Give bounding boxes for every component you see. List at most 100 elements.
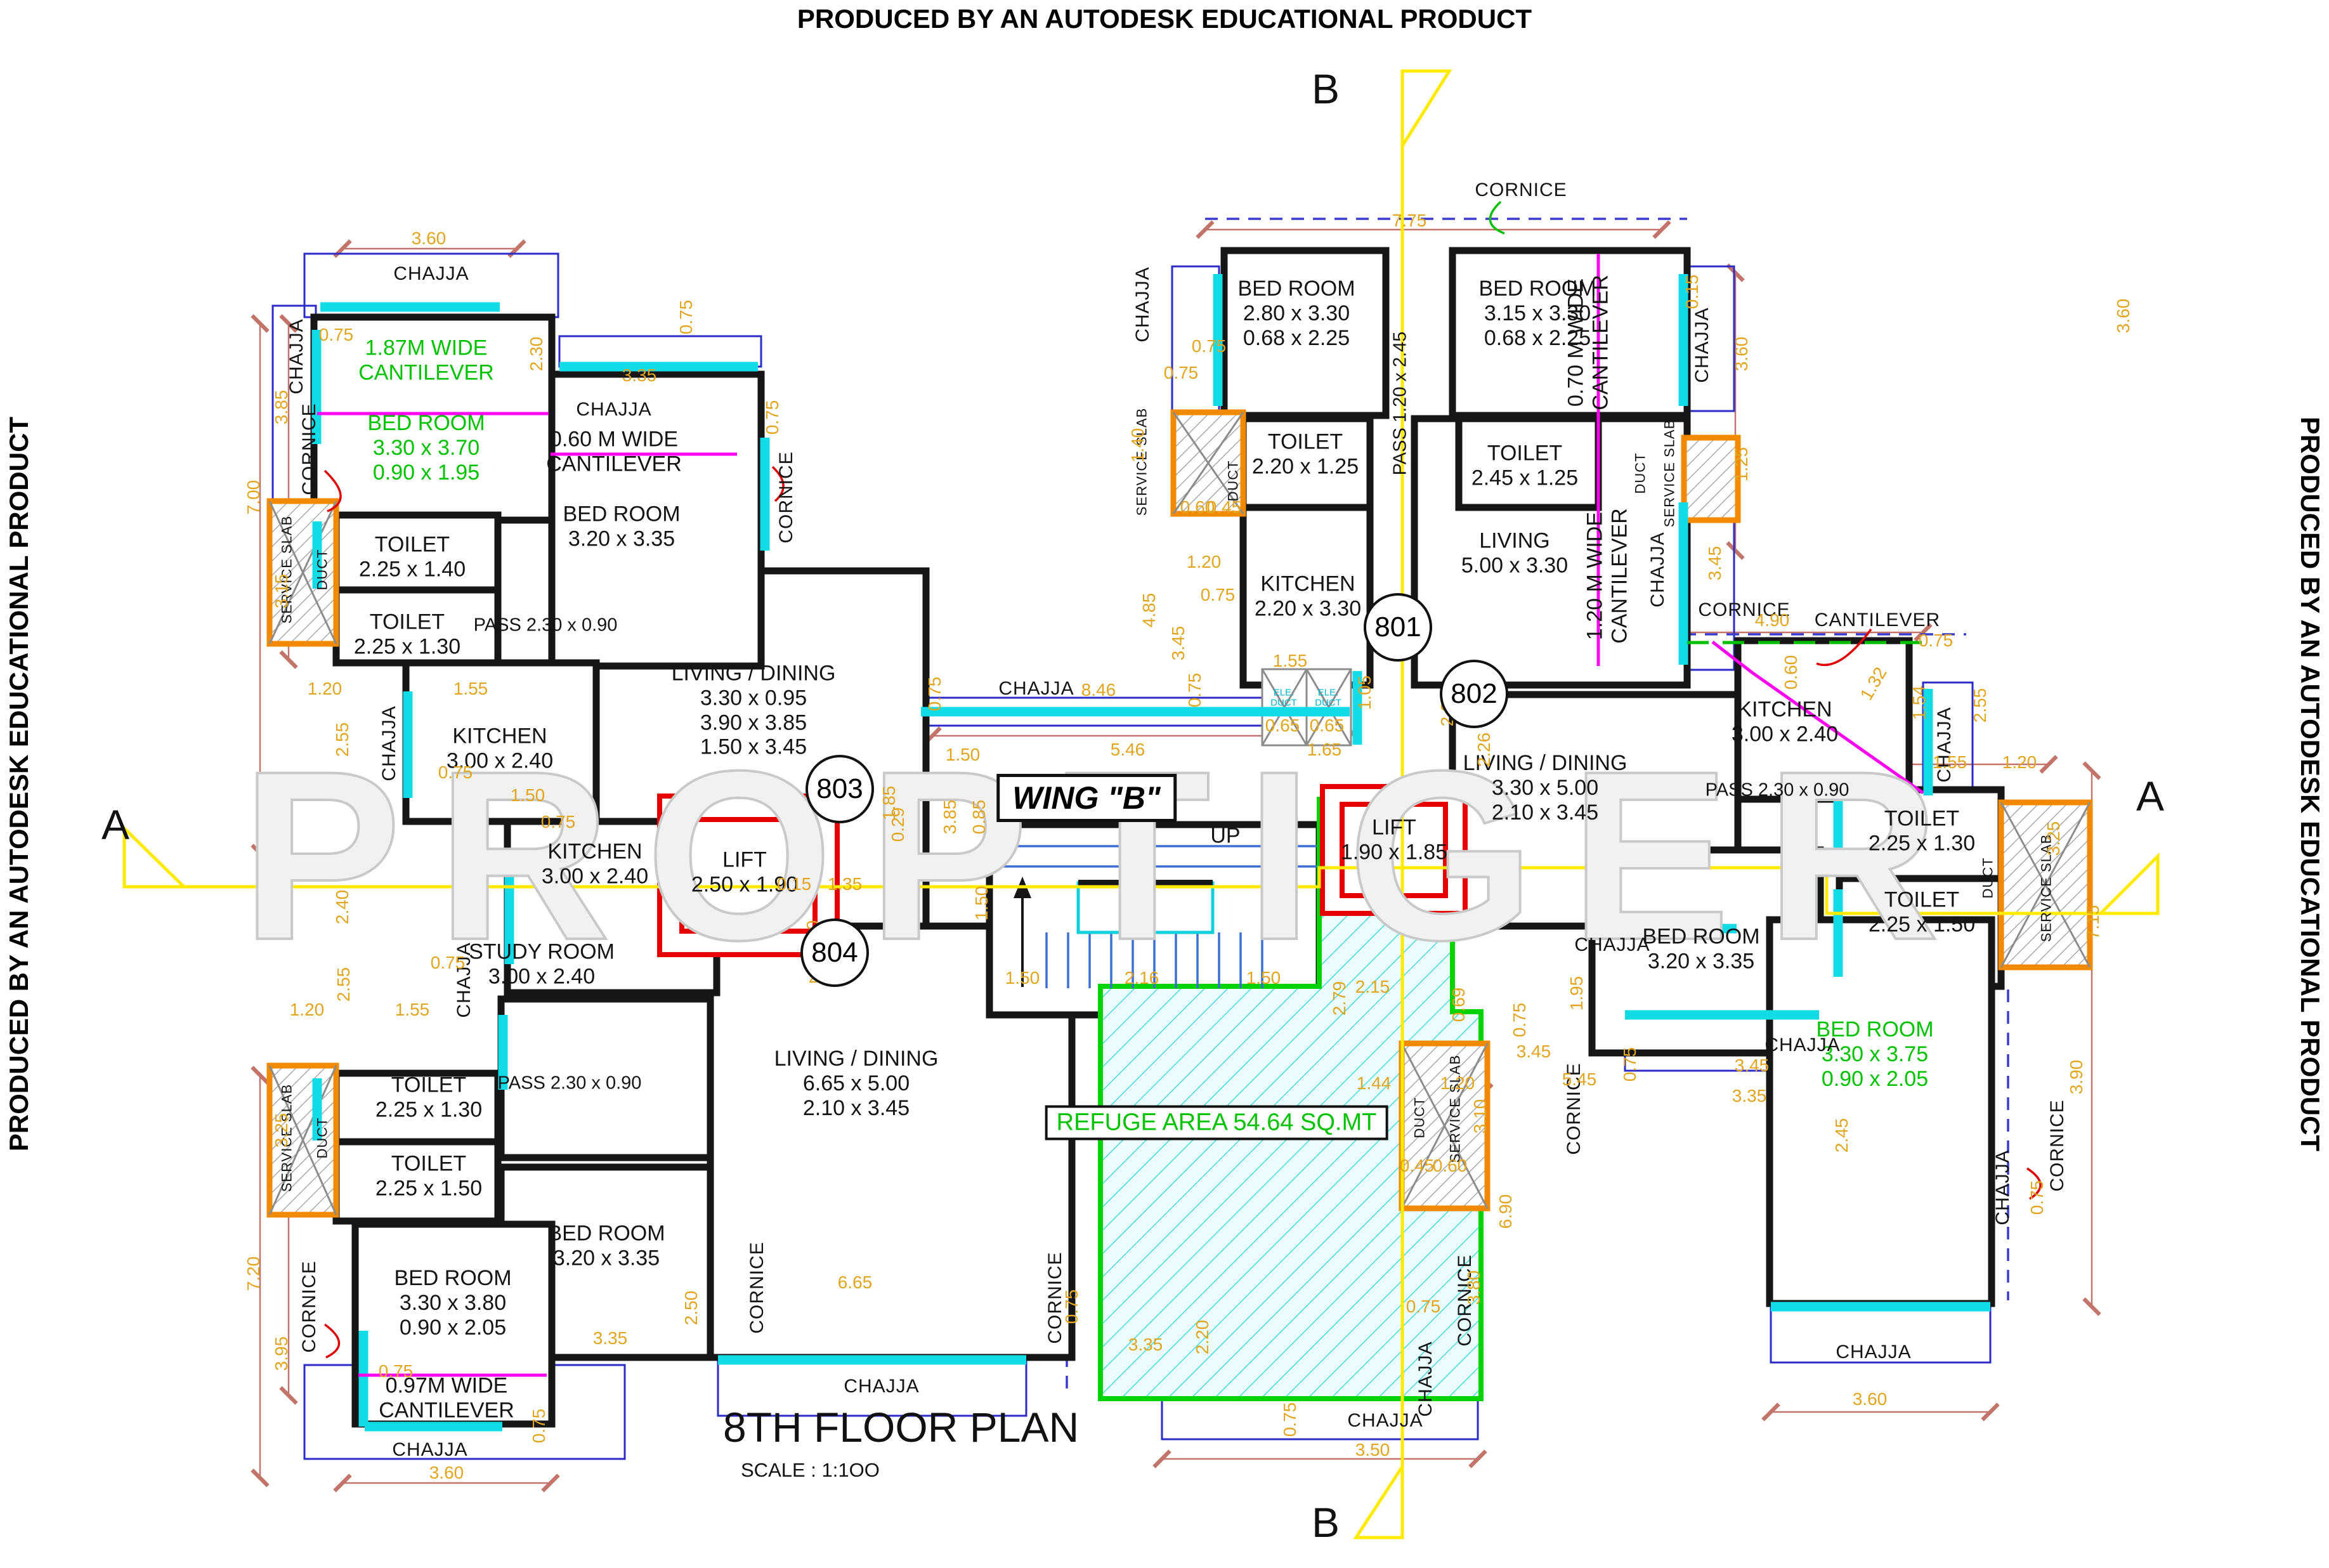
annotation-label: CHAJJA bbox=[1836, 1341, 1912, 1362]
dimension-label: 3.85 bbox=[940, 799, 960, 835]
dimension-label: 1.20 bbox=[1440, 1073, 1475, 1094]
dimension-label: 1.50 bbox=[972, 885, 992, 921]
room-label: PASS 2.30 x 0.90 bbox=[497, 1073, 642, 1094]
dimension-label: 1.05 bbox=[1355, 675, 1375, 710]
dimension-label: 0.45 bbox=[1206, 497, 1242, 518]
dimension-label: 2.50 bbox=[681, 1290, 701, 1326]
dimension-label: 2.79 bbox=[1329, 981, 1350, 1016]
dimension-label: 3.60 bbox=[411, 228, 447, 249]
dimension-label: 2.20 bbox=[1192, 1319, 1213, 1355]
dimension-label: 2.30 bbox=[526, 336, 547, 372]
refuge-area-label: REFUGE AREA 54.64 SQ.MT bbox=[1045, 1105, 1388, 1140]
unit-number: 801 bbox=[1364, 593, 1432, 662]
dimension-label: 8.46 bbox=[1081, 680, 1116, 700]
annotation-label: CHAJJA bbox=[285, 318, 307, 395]
drawing-scale: SCALE : 1:1OO bbox=[741, 1459, 880, 1481]
dimension-label: 1.40 bbox=[1128, 428, 1148, 463]
room-label: BED ROOM 3.20 x 3.35 bbox=[563, 502, 681, 551]
dimension-label: 3.90 bbox=[2066, 1059, 2087, 1095]
room-label: BED ROOM 3.30 x 3.80 0.90 x 2.05 bbox=[394, 1265, 512, 1340]
room-label: 1.20 M WIDE CANTILEVER bbox=[1582, 508, 1631, 644]
dimension-label: 2.40 bbox=[332, 889, 353, 925]
dimension-label: 2.55 bbox=[1970, 688, 1990, 723]
room-label: KITCHEN 2.20 x 3.30 bbox=[1254, 572, 1362, 620]
annotation-label: CHAJJA bbox=[1647, 532, 1668, 608]
room-label: 1.87M WIDE CANTILEVER bbox=[358, 336, 494, 384]
dimension-label: 0.75 bbox=[378, 1361, 414, 1382]
annotation-label: CHAJJA bbox=[576, 398, 652, 420]
annotation-label: CHAJJA bbox=[998, 677, 1074, 699]
dimension-label: 3.60 bbox=[2113, 298, 2134, 334]
room-label: BED ROOM 3.30 x 3.70 0.90 x 1.95 bbox=[367, 410, 485, 485]
dimension-label: 0.85 bbox=[969, 799, 989, 835]
room-label: TOILET 2.20 x 1.25 bbox=[1251, 429, 1359, 478]
annotation-label: CHAJJA bbox=[1347, 1409, 1423, 1431]
dimension-label: 1.50 bbox=[510, 785, 545, 806]
dimension-label: 2.45 bbox=[1832, 1118, 1852, 1153]
room-label: 0.70 M WIDE CANTILEVER bbox=[1563, 275, 1612, 410]
dimension-label: 0.75 bbox=[1620, 1047, 1640, 1082]
dimension-label: 5.46 bbox=[1110, 740, 1145, 760]
annotation-label: CHAJJA bbox=[1691, 307, 1712, 383]
dimension-label: 6.65 bbox=[837, 1272, 873, 1293]
dimension-label: 0.75 bbox=[1510, 1002, 1530, 1038]
annotation-label: CHAJJA bbox=[1992, 1149, 2013, 1225]
dimension-label: 0.75 bbox=[1163, 363, 1199, 383]
refuge-area bbox=[1098, 797, 1484, 1401]
annotation-label: CHAJJA bbox=[1414, 1341, 1436, 1417]
dimension-label: 0.75 bbox=[1280, 1402, 1300, 1437]
room-label: TOILET 2.45 x 1.25 bbox=[1471, 441, 1579, 490]
dimension-label: 1.50 bbox=[1246, 968, 1281, 988]
dimension-label: 0.29 bbox=[888, 807, 908, 842]
annotation-label: CORNICE bbox=[746, 1241, 767, 1334]
section-lines bbox=[122, 69, 2160, 1539]
duct-cross-lines bbox=[268, 412, 2091, 1215]
dimension-label: 0.75 bbox=[529, 1408, 549, 1444]
annotation-label: CHAJJA bbox=[393, 263, 469, 284]
dimension-label: 1.44 bbox=[1356, 1073, 1392, 1094]
dimension-label: 1.20 bbox=[1186, 552, 1222, 572]
dimension-label: 4.85 bbox=[1139, 592, 1159, 628]
dimension-label: 1.35 bbox=[827, 874, 863, 894]
room-label: BED ROOM 3.20 x 3.35 bbox=[547, 1221, 665, 1270]
dimension-label: 0.60 bbox=[1432, 1156, 1468, 1176]
dimension-label: 7.20 bbox=[244, 1256, 264, 1291]
annotation-label: CORNICE bbox=[2046, 1099, 2068, 1192]
dimension-label: 7.00 bbox=[244, 480, 264, 515]
room-label: LIVING / DINING 3.30 x 0.95 3.90 x 3.85 … bbox=[671, 661, 836, 759]
dimension-label: 2.26 bbox=[1474, 732, 1494, 768]
cornice-leader-green bbox=[1489, 200, 1505, 235]
dimension-label: 1.20 bbox=[307, 679, 342, 699]
unit-number: 803 bbox=[806, 755, 874, 823]
dimension-label: 0.75 bbox=[430, 953, 466, 973]
annotation-label: CHAJJA bbox=[1132, 266, 1153, 343]
dimension-label: 2.55 bbox=[334, 967, 354, 1002]
dimension-label: 1.54 bbox=[1909, 685, 1929, 721]
dimension-label: 2.55 bbox=[332, 722, 353, 757]
dimension-label: 4.90 bbox=[1754, 610, 1790, 630]
dimension-label: 0.75 bbox=[2027, 1180, 2047, 1215]
annotation-label: CHAJJA bbox=[844, 1375, 920, 1397]
room-label: BED ROOM 3.15 x 3.30 0.68 x 2.25 bbox=[1478, 276, 1596, 350]
annotation-label: CORNICE bbox=[298, 403, 320, 495]
dimension-label: 3.15 bbox=[271, 573, 292, 609]
autodesk-banner-left: PRODUCED BY AN AUTODESK EDUCATIONAL PROD… bbox=[4, 416, 34, 1152]
room-label: PASS 2.30 x 0.90 bbox=[473, 615, 618, 636]
room-label: LIVING / DINING 6.65 x 5.00 2.10 x 3.45 bbox=[774, 1046, 939, 1120]
annotation-label: CANTILEVER bbox=[1814, 609, 1941, 630]
room-label: TOILET 2.25 x 1.40 bbox=[358, 532, 466, 581]
dimension-label: 1.25 bbox=[1732, 447, 1752, 482]
annotation-label: DUCT bbox=[1980, 857, 1996, 899]
drawing-title: 8TH FLOOR PLAN bbox=[723, 1404, 1080, 1451]
dimension-label: 1.50 bbox=[1005, 968, 1040, 988]
annotation-label: SERVICE SLAB bbox=[1661, 419, 1678, 528]
room-label: LIVING 5.00 x 3.30 bbox=[1461, 528, 1569, 577]
annotation-label: SERVICE SLAB bbox=[1447, 1054, 1463, 1163]
room-label: 0.97M WIDE CANTILEVER bbox=[379, 1373, 514, 1422]
dimension-label: 0.75 bbox=[1918, 630, 1954, 651]
dimension-label: 5.45 bbox=[1562, 1069, 1597, 1090]
duct-label: ELE. DUCT bbox=[1270, 687, 1297, 708]
dimension-label: 0.60 bbox=[1180, 497, 1215, 518]
dimension-label: 1.20 bbox=[289, 1000, 325, 1020]
